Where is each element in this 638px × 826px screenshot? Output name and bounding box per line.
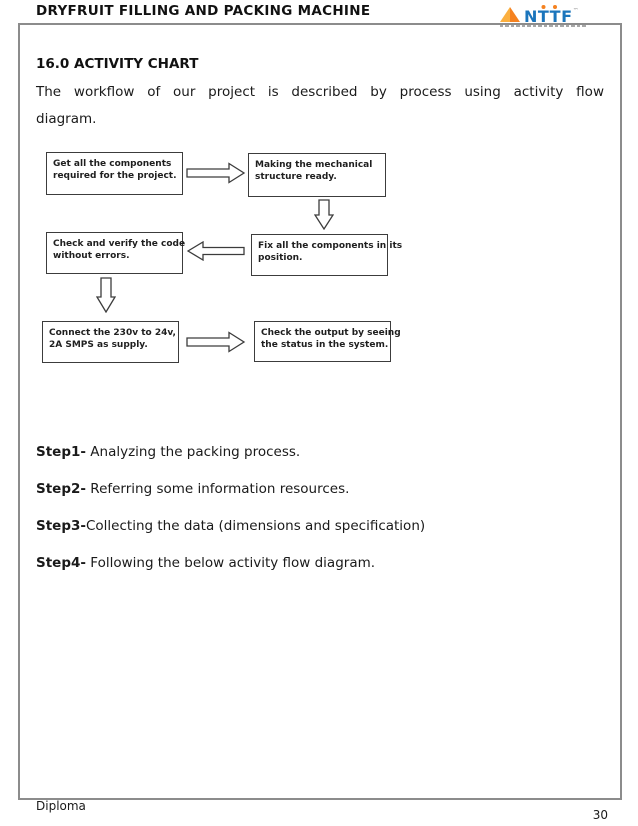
step-text: Following the below activity flow diagra…	[86, 555, 376, 571]
logo-dot-2	[553, 5, 557, 9]
footer-course: Diploma	[36, 799, 86, 813]
nttf-logo-icon: NTTF ™	[500, 5, 579, 25]
logo-triangle-left	[500, 7, 510, 22]
step-text: Referring some information resources.	[86, 481, 350, 497]
step-item-4: Step4- Following the below activity flow…	[36, 555, 375, 571]
logo-trademark: ™	[573, 7, 579, 14]
arrow-left-icon	[187, 241, 245, 261]
arrow-right-icon	[186, 162, 246, 184]
logo-tagline	[500, 24, 588, 27]
flow-box-label: Connect the 230v to 24v, 2A SMPS as supp…	[49, 328, 176, 351]
flow-box-verify-code: Check and verify the code without errors…	[46, 232, 186, 274]
flow-box-check-output: Check the output by seeing the status in…	[254, 321, 401, 362]
flow-box-label: Making the mechanical structure ready.	[255, 160, 373, 183]
arrow-down-icon	[96, 277, 116, 313]
step-item-2: Step2- Referring some information resour…	[36, 481, 349, 497]
intro-paragraph: The workflow of our project is described…	[36, 79, 604, 133]
flow-box-label: Fix all the components in its position.	[258, 241, 403, 264]
arrow-right-icon	[186, 331, 246, 353]
step-label: Step3-	[36, 518, 86, 534]
flow-box-get-components: Get all the components required for the …	[46, 152, 183, 195]
flow-box-mechanical-structure: Making the mechanical structure ready.	[248, 153, 386, 197]
step-label: Step1-	[36, 444, 86, 460]
document-title: DRYFRUIT FILLING AND PACKING MACHINE	[36, 3, 371, 19]
nttf-logo: NTTF ™	[498, 3, 594, 29]
flow-box-label: Get all the components required for the …	[53, 159, 177, 182]
flow-box-label: Check the output by seeing the status in…	[261, 328, 401, 351]
step-item-3: Step3-Collecting the data (dimensions an…	[36, 518, 425, 534]
page-number: 30	[592, 808, 608, 822]
flow-box-label: Check and verify the code without errors…	[53, 239, 186, 262]
paragraph-line-1: The workflow of our project is described…	[36, 84, 604, 100]
step-item-1: Step1- Analyzing the packing process.	[36, 444, 300, 460]
logo-triangle-right	[510, 7, 520, 22]
step-text: Analyzing the packing process.	[86, 444, 301, 460]
logo-dot-1	[541, 5, 546, 9]
page-border	[18, 23, 622, 800]
paragraph-line-2: diagram.	[36, 111, 97, 127]
step-label: Step2-	[36, 481, 86, 497]
step-label: Step4-	[36, 555, 86, 571]
arrow-down-icon	[314, 199, 334, 230]
logo-text: NTTF	[524, 7, 573, 25]
section-title: 16.0 ACTIVITY CHART	[36, 56, 199, 72]
flow-box-connect-smps: Connect the 230v to 24v, 2A SMPS as supp…	[42, 321, 179, 363]
flow-box-fix-components: Fix all the components in its position.	[251, 234, 403, 276]
step-text: Collecting the data (dimensions and spec…	[86, 518, 426, 534]
